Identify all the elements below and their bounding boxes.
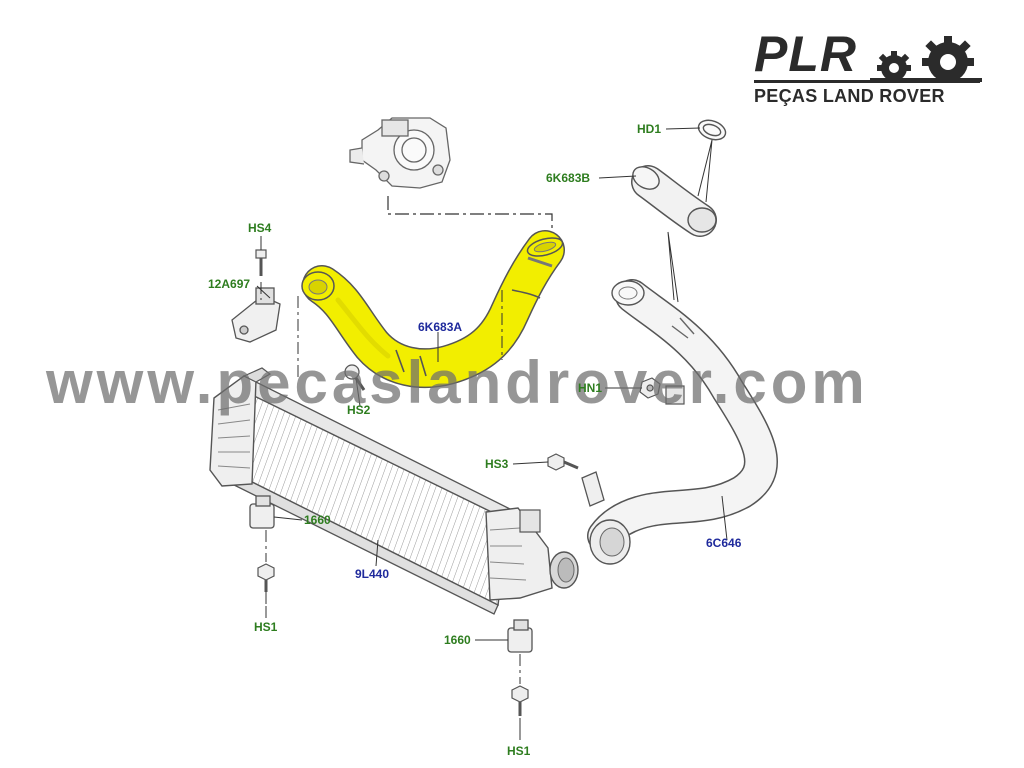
bolt-hs4[interactable] bbox=[255, 249, 267, 276]
callout-hs1-left[interactable]: HS1 bbox=[254, 620, 278, 634]
callout-12a697[interactable]: 12A697 bbox=[208, 277, 251, 291]
plr-logo: PLR PEÇAS LAND ROVER bbox=[754, 26, 982, 110]
throttle-body[interactable] bbox=[349, 117, 451, 189]
callout-hn1[interactable]: HN1 bbox=[578, 381, 603, 395]
mount-1660-lower[interactable] bbox=[507, 619, 533, 653]
mount-1660-upper[interactable] bbox=[249, 495, 275, 529]
callout-hs3[interactable]: HS3 bbox=[485, 457, 509, 471]
callout-hs2[interactable]: HS2 bbox=[347, 403, 371, 417]
callout-hs4[interactable]: HS4 bbox=[248, 221, 272, 235]
callout-1660-upper[interactable]: 1660 bbox=[304, 513, 331, 527]
hose-6k683b[interactable] bbox=[629, 162, 717, 237]
bracket-hs3[interactable] bbox=[581, 471, 605, 507]
nut-hn1[interactable] bbox=[639, 377, 661, 399]
k683b-leader-arrows bbox=[667, 231, 679, 303]
sensor-12a697[interactable] bbox=[231, 287, 281, 343]
logo-sub-text: PEÇAS LAND ROVER bbox=[754, 86, 945, 106]
bolt-hs1-right[interactable] bbox=[511, 685, 529, 716]
intercooler-9l440[interactable] bbox=[209, 367, 579, 615]
callout-1660-lower[interactable]: 1660 bbox=[444, 633, 471, 647]
callout-6k683a[interactable]: 6K683A bbox=[418, 320, 463, 334]
throttle-dash-link bbox=[387, 196, 553, 236]
callout-hs1-right[interactable]: HS1 bbox=[507, 744, 531, 758]
bolt-hs3[interactable] bbox=[547, 453, 579, 471]
hose-6k683a-highlighted[interactable] bbox=[301, 230, 565, 389]
bolt-hs1-left[interactable] bbox=[257, 563, 275, 592]
callout-6k683b[interactable]: 6K683B bbox=[546, 171, 591, 185]
gears-icon bbox=[877, 36, 974, 82]
callout-6c646[interactable]: 6C646 bbox=[706, 536, 742, 550]
callout-hd1[interactable]: HD1 bbox=[637, 122, 662, 136]
callout-9l440[interactable]: 9L440 bbox=[355, 567, 390, 581]
clamp-hd1[interactable] bbox=[696, 117, 728, 143]
hd1-leader-arrows bbox=[697, 139, 713, 203]
logo-main-text: PLR bbox=[754, 26, 857, 82]
logo-rule bbox=[754, 80, 980, 83]
leader-lines bbox=[256, 127, 728, 740]
pipe-6c646[interactable] bbox=[587, 279, 778, 565]
bolt-hs2[interactable] bbox=[344, 364, 366, 391]
